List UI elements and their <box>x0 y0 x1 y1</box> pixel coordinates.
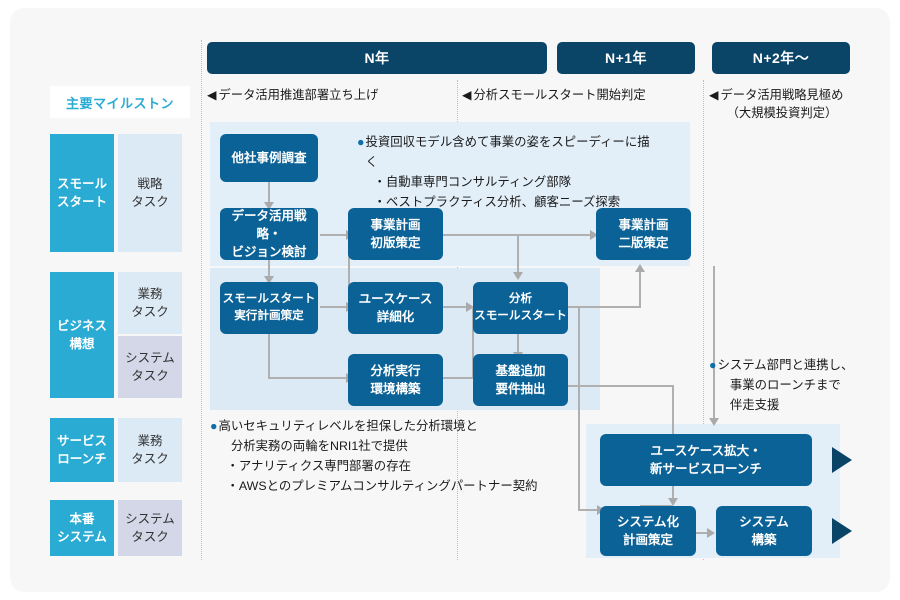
callout-top-item-1: ・ベストプラクティス分析、顧客ニーズ探索 <box>373 195 621 210</box>
box-business-plan-v2[interactable]: 事業計画 二版策定 <box>596 208 691 260</box>
callout-bottom-left: ● 高いセキュリティレベルを担保した分析環境と 分析実務の両輪をNRI1社で提供… <box>210 416 590 496</box>
box-other-company-survey[interactable]: 他社事例調査 <box>220 134 318 182</box>
flow-end-arrow-icon-top <box>832 447 852 473</box>
connector-plan2-riser <box>639 272 641 308</box>
callout-top: ● 投資回収モデル含めて事業の姿をスピーディーに描く ・自動車専門コンサルティン… <box>357 132 657 212</box>
box-usecase-expansion[interactable]: ユースケース拡大・ 新サービスローンチ <box>600 434 812 486</box>
arrow-right-icon <box>590 230 598 240</box>
milestone-caption-text-n: データ活用推進部署立ち上げ <box>218 88 379 102</box>
connector-bus-left <box>348 234 350 306</box>
legend-task-strategy: 戦略 タスク <box>118 134 182 252</box>
connector-strategy-to-smallstart <box>268 260 270 282</box>
milestone-marker-icon: ◀ <box>207 88 217 102</box>
legend-task-business-ops: 業務 タスク <box>118 272 182 334</box>
connector-smallstart-to-env <box>268 377 348 379</box>
legend-milestone-service-launch: サービス ローンチ <box>50 418 114 482</box>
connector-survey-to-strategy <box>268 182 270 206</box>
callout-bottom-left-item-0: ・アナリティクス専門部署の存在 <box>226 459 411 474</box>
milestone-caption-n1: ◀ 分析スモールスタート開始判定 <box>462 86 702 104</box>
connector-smallstart-to-usecase <box>320 306 348 308</box>
connector-plan1-to-plan2 <box>443 234 593 236</box>
callout-bottom-left-item-1: ・AWSとのプレミアムコンサルティングパートナー契約 <box>226 479 538 494</box>
arrow-right-icon <box>707 528 715 538</box>
connector-plan2-down <box>713 266 715 424</box>
milestone-caption-n2: ◀ データ活用戦略見極め （大規模投資判定） <box>709 86 899 123</box>
arrow-down-icon <box>513 272 523 280</box>
box-data-strategy-vision[interactable]: データ活用戦略・ ビジョン検討 <box>220 208 318 260</box>
callout-bottom-left-heading: 高いセキュリティレベルを担保した分析環境と 分析実務の両輪をNRI1社で提供 <box>218 419 478 454</box>
legend-task-system-2: システム タスク <box>118 500 182 556</box>
connector-analysis-right <box>568 306 640 308</box>
milestone-marker-icon: ◀ <box>709 88 719 102</box>
legend-title: 主要マイルストン <box>50 86 190 118</box>
legend-milestone-small-start: スモール スタート <box>50 134 114 252</box>
bullet-icon: ● <box>357 135 365 149</box>
legend-milestone-production-system: 本番 システム <box>50 500 114 556</box>
year-bar-n2: N+2年～ <box>712 42 850 74</box>
arrow-down-icon <box>264 202 274 210</box>
bullet-icon: ● <box>210 419 218 433</box>
connector-platform-right <box>568 385 673 387</box>
flow-end-arrow-icon-bottom <box>832 518 852 544</box>
legend-milestone-business-concept: ビジネス 構想 <box>50 272 114 398</box>
callout-top-heading: 投資回収モデル含めて事業の姿をスピーディーに描く <box>365 135 650 170</box>
connector-smallstart-down <box>268 334 270 378</box>
box-analysis-env-build[interactable]: 分析実行 環境構築 <box>348 354 443 406</box>
column-separator-right <box>703 80 704 560</box>
connector-env-right <box>443 377 473 379</box>
callout-right-heading: システム部門と連携し、 事業のローンチまで 伴走支援 <box>717 358 854 413</box>
connector-analysis-to-platform <box>517 334 519 358</box>
legend-task-business-ops-2: 業務 タスク <box>118 418 182 482</box>
box-usecase-detail[interactable]: ユースケース 詳細化 <box>348 282 443 334</box>
year-bar-n1: N+1年 <box>557 42 695 74</box>
milestone-marker-icon: ◀ <box>462 88 472 102</box>
connector-plan1-down <box>517 234 519 276</box>
connector-sysplan-to-sysbuild <box>683 532 713 534</box>
arrow-down-icon <box>264 276 274 284</box>
milestone-caption-text-n1: 分析スモールスタート開始判定 <box>473 88 646 102</box>
legend-task-system-1: システム タスク <box>118 336 182 398</box>
connector-strategy-to-plan1 <box>320 234 348 236</box>
bullet-icon: ● <box>709 358 717 372</box>
box-business-plan-v1[interactable]: 事業計画 初版策定 <box>348 208 443 260</box>
column-separator-left <box>201 40 202 560</box>
milestone-caption-text-n2: データ活用戦略見極め （大規模投資判定） <box>720 88 844 121</box>
arrow-down-icon <box>668 498 678 506</box>
callout-top-item-0: ・自動車専門コンサルティング部隊 <box>373 175 571 190</box>
arrow-right-icon <box>466 302 474 312</box>
connector-usecase-to-analysis <box>443 306 473 308</box>
connector-leftbus-down <box>578 306 580 510</box>
box-small-start-plan[interactable]: スモールスタート 実行計画策定 <box>220 282 318 334</box>
connector-env-up <box>472 306 474 378</box>
arrow-down-icon <box>709 418 719 426</box>
box-platform-requirements[interactable]: 基盤追加 要件抽出 <box>473 354 568 406</box>
box-analysis-small-start[interactable]: 分析 スモールスタート <box>473 282 568 334</box>
year-bar-n: N年 <box>207 42 547 74</box>
connector-leftbus-to-sysplan <box>578 509 600 511</box>
callout-right: ● システム部門と連携し、 事業のローンチまで 伴走支援 <box>709 355 894 415</box>
box-systemization-plan[interactable]: システム化 計画策定 <box>600 506 696 556</box>
box-system-build[interactable]: システム 構築 <box>716 506 812 556</box>
milestone-caption-n: ◀ データ活用推進部署立ち上げ <box>207 86 457 104</box>
arrow-up-icon <box>635 264 645 272</box>
connector-to-sysplan <box>640 505 673 507</box>
